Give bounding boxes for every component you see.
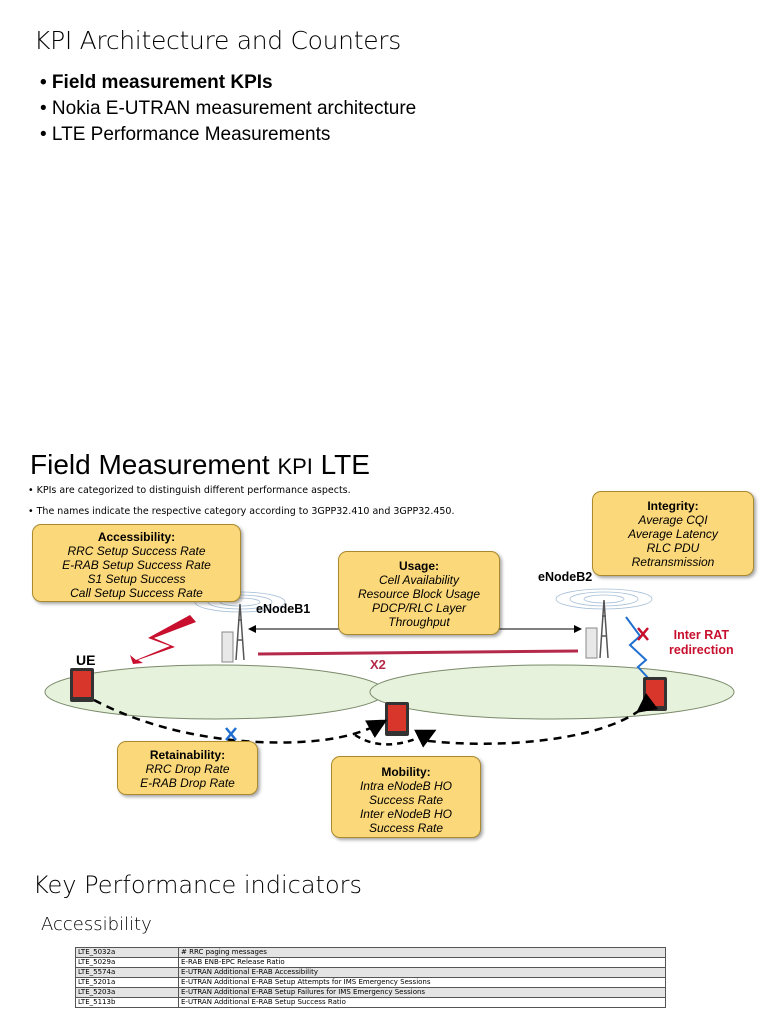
note-item: • The names indicate the respective cate… bbox=[28, 506, 455, 517]
x2-label: X2 bbox=[370, 657, 386, 672]
lightning-icon bbox=[130, 615, 196, 664]
table-row: LTE_5032a# RRC paging messages bbox=[75, 947, 666, 958]
cell-coverage-1 bbox=[44, 664, 386, 720]
kpi-table: LTE_5032a# RRC paging messages LTE_5029a… bbox=[75, 947, 666, 1008]
inter-rat-cross-icon bbox=[637, 627, 649, 641]
accessibility-box: Accessibility: RRC Setup Success Rate E-… bbox=[32, 524, 241, 602]
slide2-notes: • KPIs are categorized to distinguish di… bbox=[28, 480, 455, 522]
slide1-title: KPI Architecture and Counters bbox=[34, 26, 401, 55]
inter-rat-signal-icon bbox=[625, 616, 651, 681]
ue-label: UE bbox=[76, 652, 96, 668]
phone-icon bbox=[385, 702, 409, 736]
slide2-title: Field Measurement KPI LTE bbox=[30, 449, 370, 480]
retainability-box: Retainability: RRC Drop Rate E-RAB Drop … bbox=[117, 741, 258, 795]
phone-icon bbox=[643, 677, 667, 711]
enodeb1-tower-icon bbox=[221, 603, 245, 663]
slide1-bullet-list: • Field measurement KPIs • Nokia E-UTRAN… bbox=[40, 70, 416, 148]
enodeb1-label: eNodeB1 bbox=[256, 602, 311, 616]
cell-coverage-2 bbox=[369, 664, 735, 720]
bullet-item: • Field measurement KPIs bbox=[40, 72, 273, 93]
enodeb2-tower-icon bbox=[585, 599, 609, 659]
note-item: • KPIs are categorized to distinguish di… bbox=[28, 485, 351, 496]
inter-rat-label: Inter RAT redirection bbox=[669, 628, 734, 657]
ue-phone-icon bbox=[70, 668, 94, 702]
usage-box: Usage: Cell Availability Resource Block … bbox=[338, 551, 500, 635]
mobility-path bbox=[354, 729, 437, 748]
accessibility-subtitle: Accessibility bbox=[41, 914, 152, 935]
bullet-item: • Nokia E-UTRAN measurement architecture bbox=[40, 98, 417, 119]
kpi-section-title: Key Performance indicators bbox=[33, 871, 363, 899]
integrity-box: Integrity: Average CQI Average Latency R… bbox=[592, 491, 754, 576]
x2-link bbox=[257, 649, 579, 656]
enodeb2-label: eNodeB2 bbox=[538, 570, 593, 584]
mobility-box: Mobility: Intra eNodeB HO Success Rate I… bbox=[331, 756, 481, 838]
mobility-path bbox=[419, 693, 659, 745]
mobility-path bbox=[93, 698, 388, 744]
bullet-item: • LTE Performance Measurements bbox=[40, 124, 331, 145]
drop-cross-icon bbox=[225, 727, 237, 741]
